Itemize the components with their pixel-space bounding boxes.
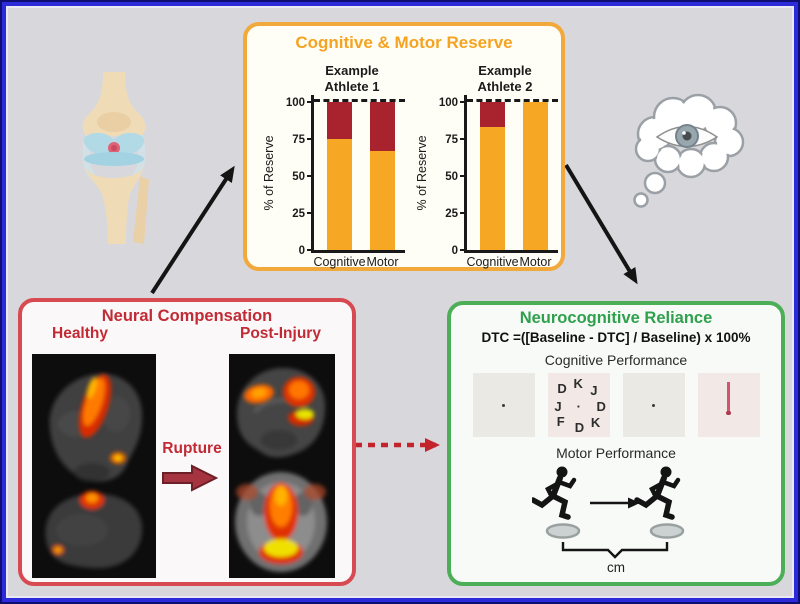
- reserve-panel-title: Cognitive & Motor Reserve: [295, 33, 513, 52]
- fixation-screen-2: [622, 373, 685, 437]
- arrow-injury-to-reserve: [150, 165, 235, 295]
- stimulus-letter: J: [590, 382, 598, 398]
- reliance-panel-title: Neurocognitive Reliance: [519, 309, 713, 327]
- bar-segment-depleted-reserve: [480, 102, 505, 128]
- x-category-label: Motor: [366, 255, 399, 269]
- chart-title: Example Athlete 2: [477, 63, 533, 94]
- stimulus-letter: D: [574, 419, 585, 435]
- reference-line-100: [467, 99, 558, 102]
- start-marker-oval: [545, 523, 581, 539]
- y-tick-mark: [307, 248, 314, 251]
- thought-bubble-eye-icon: [633, 93, 745, 208]
- y-tick-label: 75: [445, 134, 458, 146]
- motor-performance-heading: Motor Performance: [556, 445, 676, 461]
- fixation-dot: [652, 403, 655, 407]
- y-tick-label: 50: [445, 171, 458, 183]
- dtc-formula: DTC =([Baseline - DTC] / Baseline) x 100…: [481, 330, 751, 345]
- panel-neurocognitive-reliance: Neurocognitive Reliance DTC =([Baseline …: [447, 301, 785, 586]
- reserve-charts-row: Example Athlete 1 % of Reserve 0 25 50 75 10…: [255, 63, 561, 269]
- bar-segment-available-reserve: [327, 139, 352, 250]
- x-category-label: Cognitive: [313, 255, 366, 269]
- end-marker-oval: [649, 523, 685, 539]
- stimulus-letter: D: [557, 381, 567, 397]
- stimulus-letter: F: [556, 413, 565, 429]
- bar-segment-depleted-reserve: [370, 102, 395, 151]
- stimulus-letter: K: [590, 415, 601, 431]
- y-tick-mark: [460, 211, 467, 214]
- y-tick-label: 100: [438, 97, 458, 109]
- y-tick-mark: [460, 174, 467, 177]
- runner-start-icon: [533, 467, 574, 518]
- stimulus-letter: ·: [576, 398, 581, 414]
- distance-bracket: [561, 542, 669, 559]
- y-tick-label: 75: [292, 134, 305, 146]
- cognitive-performance-heading: Cognitive Performance: [544, 352, 688, 368]
- panel-cognitive-motor-reserve: Cognitive & Motor Reserve Example Athlet…: [243, 22, 565, 271]
- y-axis-label: % of Reserve: [415, 135, 429, 211]
- bar-segment-available-reserve: [480, 127, 505, 250]
- x-category-label: Cognitive: [466, 255, 519, 269]
- healthy-brain-image: [32, 354, 156, 578]
- y-tick-mark: [460, 248, 467, 251]
- red-response-line: [726, 382, 731, 415]
- stimulus-letter: D: [596, 398, 606, 414]
- rupture-arrow-icon: [162, 464, 218, 492]
- y-tick-mark: [460, 100, 467, 103]
- stimulus-letter: J: [554, 398, 562, 414]
- runner-end-icon: [637, 467, 678, 518]
- knee-joint-icon: [82, 72, 149, 244]
- figure-canvas: Cognitive & Motor Reserve Example Athlet…: [8, 8, 792, 596]
- y-tick-mark: [307, 100, 314, 103]
- bar-segment-available-reserve: [370, 150, 395, 250]
- bar-segment-available-reserve: [523, 102, 548, 250]
- x-category-label: Motor: [519, 255, 552, 269]
- y-axis-label: % of Reserve: [262, 135, 276, 211]
- bar-chart-athlete-1: Example Athlete 1 % of Reserve 0 25 50 75 10…: [255, 63, 408, 269]
- rupture-label: Rupture: [162, 440, 222, 457]
- eye-icon: [655, 124, 719, 148]
- runners-illustration: [532, 463, 685, 539]
- figure-frame-inner: Cognitive & Motor Reserve Example Athlet…: [6, 6, 794, 598]
- y-tick-mark: [307, 174, 314, 177]
- post-injury-brain-image: [229, 354, 335, 578]
- distance-unit-label: cm: [607, 560, 625, 575]
- reference-line-100: [314, 99, 405, 102]
- y-tick-mark: [460, 137, 467, 140]
- y-tick-label: 100: [285, 97, 305, 109]
- bar-segment-depleted-reserve: [327, 102, 352, 139]
- stimulus-letter: K: [573, 376, 583, 392]
- post-injury-label: Post-Injury: [240, 325, 321, 342]
- y-tick-mark: [307, 137, 314, 140]
- y-tick-label: 0: [298, 245, 305, 257]
- y-tick-label: 25: [292, 208, 305, 220]
- fixation-dot: [502, 403, 505, 407]
- bar-chart-athlete-2: Example Athlete 2 % of Reserve 0 25 50 75 10…: [408, 63, 561, 269]
- y-tick-label: 25: [445, 208, 458, 220]
- chart-title: Example Athlete 1: [324, 63, 380, 94]
- response-line-screen: [697, 373, 760, 437]
- compensation-panel-title: Neural Compensation: [101, 307, 273, 325]
- fixation-screen-1: [472, 373, 535, 437]
- healthy-label: Healthy: [52, 325, 108, 342]
- panel-neural-compensation: Neural Compensation Healthy Post-Injury: [18, 298, 356, 586]
- y-tick-label: 0: [451, 245, 458, 257]
- y-tick-mark: [307, 211, 314, 214]
- y-tick-label: 50: [292, 171, 305, 183]
